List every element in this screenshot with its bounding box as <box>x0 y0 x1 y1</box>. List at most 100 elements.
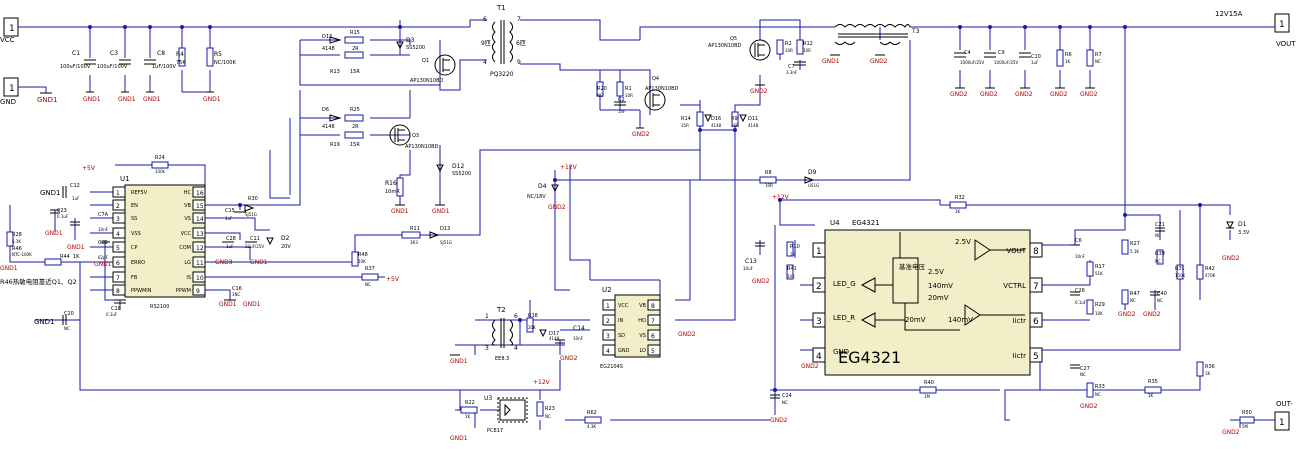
pin-number: 3 <box>816 317 822 327</box>
cap-c13: C13 10uF GND2 <box>743 242 770 285</box>
u2-pins-right-pin-5: 5LO <box>639 344 661 356</box>
svg-text:15R: 15R <box>731 123 739 128</box>
resistor-r29: R29 10K <box>1086 299 1105 316</box>
svg-text:1000uF/25V: 1000uF/25V <box>960 60 984 65</box>
svg-text:9匝: 9匝 <box>481 40 491 47</box>
resistor-r2: R2 10R <box>776 39 793 55</box>
pin-number: 7 <box>651 318 655 325</box>
svg-text:GND: GND <box>833 348 849 356</box>
svg-text:140mV: 140mV <box>928 282 953 290</box>
zener-d4: D4 NC/18V GND2 <box>527 183 566 211</box>
svg-text:R29: R29 <box>1095 302 1105 308</box>
svg-text:2R: 2R <box>352 46 359 52</box>
svg-text:3.3nF: 3.3nF <box>786 70 798 75</box>
svg-text:330k: 330k <box>155 169 166 174</box>
pin-name: LO <box>639 348 646 354</box>
svg-text:10nF: 10nF <box>573 336 584 341</box>
svg-text:C15: C15 <box>225 208 235 214</box>
svg-text:10R: 10R <box>803 48 811 53</box>
u2-pins-right-pin-8: 8VB <box>639 299 661 311</box>
svg-text:1000uF/25V: 1000uF/25V <box>994 60 1018 65</box>
pin-number: 8 <box>116 288 120 295</box>
svg-text:4: 4 <box>514 345 518 352</box>
svg-text:C3: C3 <box>110 50 118 57</box>
svg-text:C8: C8 <box>157 50 165 57</box>
pin-name: PPWMIN <box>131 288 152 294</box>
svg-text:4: 4 <box>483 59 487 66</box>
svg-text:15R: 15R <box>350 69 360 75</box>
u4-left-pin-3: 3 <box>812 312 826 328</box>
diode-d15: R30 SJ51G <box>244 196 258 217</box>
port-out-minus[interactable]: 1 OUT- <box>1274 400 1293 431</box>
pin-name: PPWM <box>176 288 191 294</box>
port-vout[interactable]: 1 VOUT <box>1274 13 1296 48</box>
thermistor-r46: R46 NTC-100K <box>12 246 32 257</box>
resistor-r10: R10 1K <box>786 241 800 257</box>
cap-c6: C6 10nF <box>1070 238 1086 259</box>
thermistor-note: R46热敏电阻靠近Q1、Q2 <box>0 277 77 286</box>
svg-text:GND1: GND1 <box>450 358 468 365</box>
svg-text:GND1: GND1 <box>432 208 450 215</box>
resistor-r35: R35 1K <box>1144 379 1162 398</box>
pin-number: 13 <box>196 231 204 238</box>
svg-text:GND2: GND2 <box>1050 91 1068 98</box>
svg-text:C4: C4 <box>964 50 971 56</box>
svg-text:NC: NC <box>1157 298 1163 303</box>
svg-text:GND1: GND1 <box>34 318 55 326</box>
diode-d3: D3 SS5200 <box>396 37 425 51</box>
svg-text:R27: R27 <box>1130 241 1140 247</box>
pin-name: Iictr <box>1013 352 1027 360</box>
svg-text:GND1: GND1 <box>83 96 101 103</box>
svg-text:GND2: GND2 <box>1222 429 1240 436</box>
diode-d13-top: D13 4148 <box>322 34 342 52</box>
svg-text:1NC: 1NC <box>232 292 241 297</box>
svg-text:20V: 20V <box>281 244 291 250</box>
pin-name: Iictr <box>1013 317 1027 325</box>
port-vcc[interactable]: 1 VCC <box>0 17 19 44</box>
port-gnd[interactable]: 1 GND <box>0 77 19 106</box>
resistor-r18: R18 20K <box>526 313 538 333</box>
svg-text:GND2: GND2 <box>1222 255 1240 262</box>
svg-text:4148: 4148 <box>322 124 335 130</box>
svg-text:D1: D1 <box>1238 221 1247 228</box>
diode-d17: D17 4148 <box>539 329 560 341</box>
pin-name: VB <box>184 203 191 209</box>
u2-gnd2: GND2 <box>678 331 696 338</box>
u4-internals: 基准电压 2.5V 140mV 20mV 2.5V 140mV 20mV LED… <box>833 232 1025 356</box>
svg-text:C27: C27 <box>1080 366 1090 372</box>
svg-text:R15: R15 <box>350 30 360 36</box>
pin-name: FB <box>131 275 138 281</box>
svg-text:NC: NC <box>1080 372 1086 377</box>
pin-name: VSS <box>131 231 141 237</box>
diode-d11: D11 4148 <box>739 114 759 128</box>
svg-text:5.1K: 5.1K <box>12 239 21 244</box>
resistor-r13: R13 15R <box>330 51 364 75</box>
svg-text:SS5200: SS5200 <box>452 171 471 177</box>
port-gnd-label: GND <box>0 98 16 106</box>
input-cap-c8: C8 1uF/100V <box>144 50 176 70</box>
diode-d12: D12 SS5200 <box>436 163 471 177</box>
svg-text:10R: 10R <box>785 48 793 53</box>
svg-text:R39: R39 <box>1155 251 1165 257</box>
plus12v-u3: +12V <box>533 379 551 386</box>
svg-text:T2: T2 <box>496 306 506 314</box>
svg-text:3R3: 3R3 <box>410 240 418 245</box>
cap-c21: C21 NC <box>1155 222 1165 238</box>
svg-text:R35: R35 <box>1148 379 1158 385</box>
svg-text:R6: R6 <box>1065 52 1072 58</box>
pin-number: 10 <box>196 275 204 282</box>
port-vcc-num: 1 <box>9 24 15 34</box>
input-cap-c1: C1 100uF/100V <box>60 50 96 70</box>
svg-text:0.1uF: 0.1uF <box>57 214 69 219</box>
svg-text:2R: 2R <box>352 124 359 130</box>
svg-text:R36: R36 <box>1205 364 1215 370</box>
resistor-r23: R23 NC <box>536 401 555 419</box>
svg-text:C20: C20 <box>64 311 74 317</box>
resistor-r5: R5 NC/100K <box>206 47 236 67</box>
